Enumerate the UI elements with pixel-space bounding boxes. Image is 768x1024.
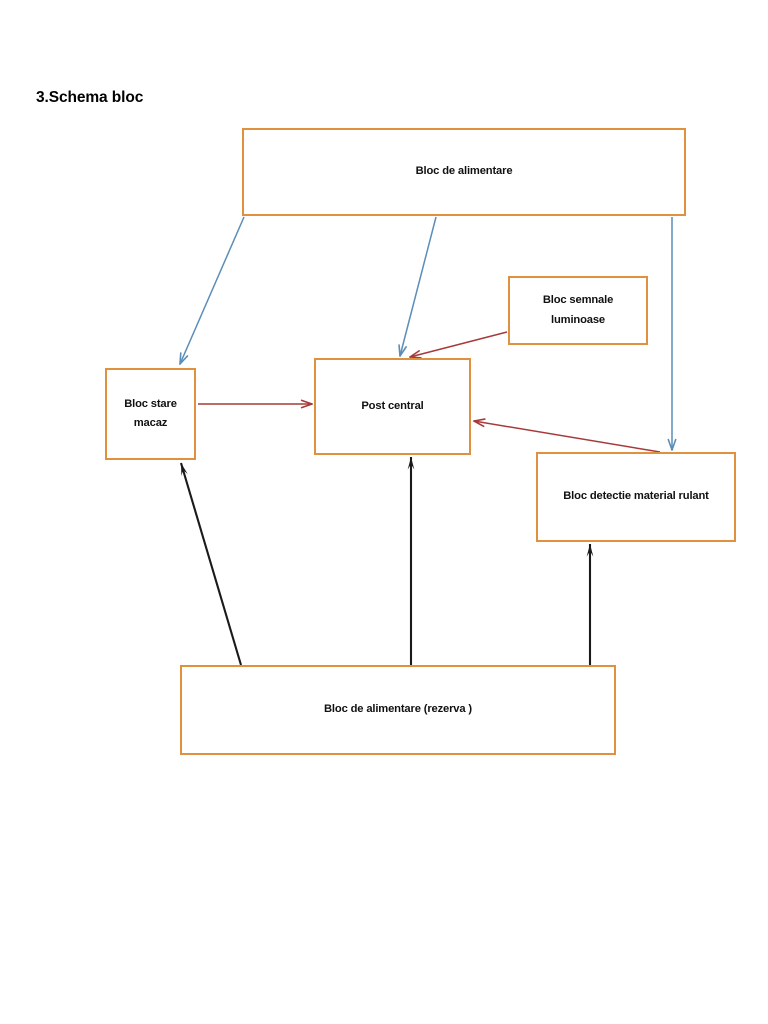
edge-detectie-to-post-central xyxy=(473,418,661,453)
node-label: Bloc de alimentare xyxy=(415,165,513,178)
edge-alimentare-to-post-central xyxy=(398,216,437,357)
node-label: Bloc detectie material rulant xyxy=(563,490,709,503)
edge-rezerva-to-detectie xyxy=(586,544,594,665)
node-label: Bloc de alimentare (rezerva ) xyxy=(324,703,472,716)
edge-rezerva-to-post-central xyxy=(407,457,415,665)
edge-rezerva-to-stare-macaz xyxy=(179,462,243,666)
edge-alimentare-to-stare-macaz xyxy=(179,216,245,365)
edge-alimentare-to-detectie xyxy=(667,217,677,451)
edge-semnale-luminoase-to-post-central xyxy=(409,331,508,359)
node-bloc-de-alimentare[interactable]: Bloc de alimentare xyxy=(242,128,686,216)
page-title: 3.Schema bloc xyxy=(36,89,144,106)
node-label: Post central xyxy=(361,399,424,412)
node-bloc-de-alimentare-rezerva[interactable]: Bloc de alimentare (rezerva ) xyxy=(180,665,616,755)
edge-stare-macaz-to-post-central xyxy=(198,399,313,409)
node-post-central[interactable]: Post central xyxy=(314,358,471,455)
node-bloc-detectie-material-rulant[interactable]: Bloc detectie material rulant xyxy=(536,452,736,542)
